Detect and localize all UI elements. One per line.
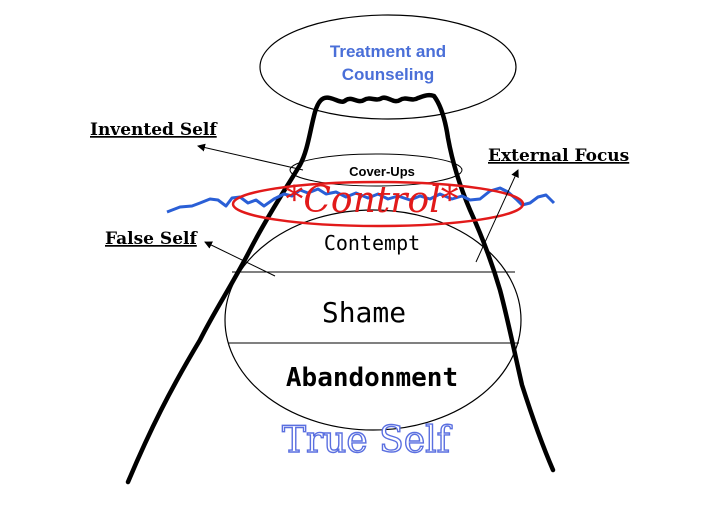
cover-ups-label: Cover-Ups — [349, 164, 415, 179]
cover-ups-ellipse — [289, 153, 463, 187]
false-self-label: False Self — [105, 229, 198, 249]
control-ring — [231, 180, 525, 228]
invented-self-label: Invented Self — [90, 120, 218, 140]
false-self-arrow — [204, 241, 276, 277]
abandonment-label: Abandonment — [286, 363, 458, 393]
iceberg-outline — [125, 92, 556, 485]
control-label: *Control* — [285, 180, 458, 221]
external-focus-label: External Focus — [488, 146, 629, 166]
treatment-ellipse — [259, 14, 517, 120]
shame-label: Shame — [322, 296, 406, 329]
contempt-label: Contempt — [324, 231, 420, 255]
true-self-label: True Self — [282, 420, 453, 461]
treatment-line2: Counseling — [342, 65, 435, 84]
external-focus-arrow — [475, 169, 519, 263]
treatment-line1: Treatment and — [330, 42, 446, 61]
false-self-ellipse — [224, 209, 522, 431]
water-line — [166, 186, 556, 214]
invented-self-arrow — [197, 143, 304, 171]
